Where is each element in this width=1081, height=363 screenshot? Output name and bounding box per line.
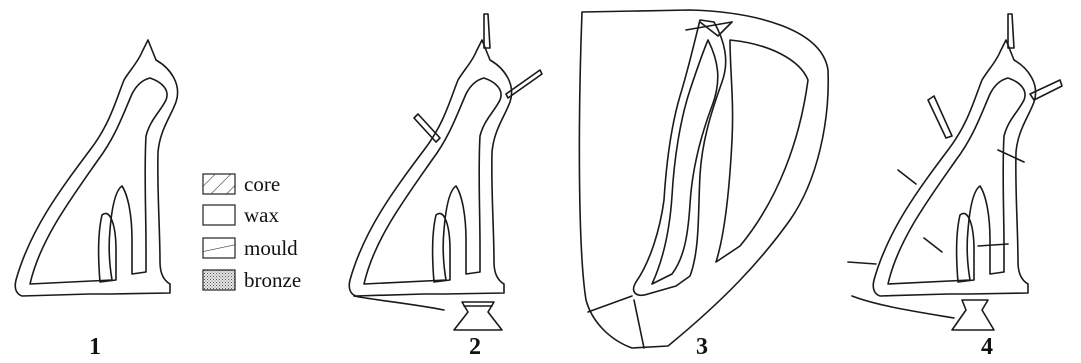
bronze-swatch: [203, 270, 235, 290]
legend-item-mould: mould: [203, 236, 298, 260]
stage-3-figure: [579, 10, 828, 348]
core-swatch: [203, 174, 235, 194]
wax-swatch: [203, 205, 235, 225]
stage-number-3: 3: [696, 334, 708, 360]
stage-number-1: 1: [89, 334, 101, 360]
legend-item-core: core: [203, 172, 280, 196]
stage-number-2: 2: [469, 334, 481, 360]
legend-label-wax: wax: [244, 203, 279, 227]
legend-label-mould: mould: [244, 236, 298, 260]
mould-swatch: [203, 238, 235, 258]
legend-item-wax: wax: [203, 203, 279, 227]
legend-label-core: core: [244, 172, 280, 196]
stage-1-figure: [15, 40, 177, 296]
legend-item-bronze: bronze: [203, 268, 301, 292]
stage-number-4: 4: [981, 334, 993, 360]
stage-2-figure: [349, 14, 542, 330]
stage-4-figure: [848, 14, 1062, 330]
legend-label-bronze: bronze: [244, 268, 301, 292]
legend: core wax mould bronze: [203, 172, 301, 292]
